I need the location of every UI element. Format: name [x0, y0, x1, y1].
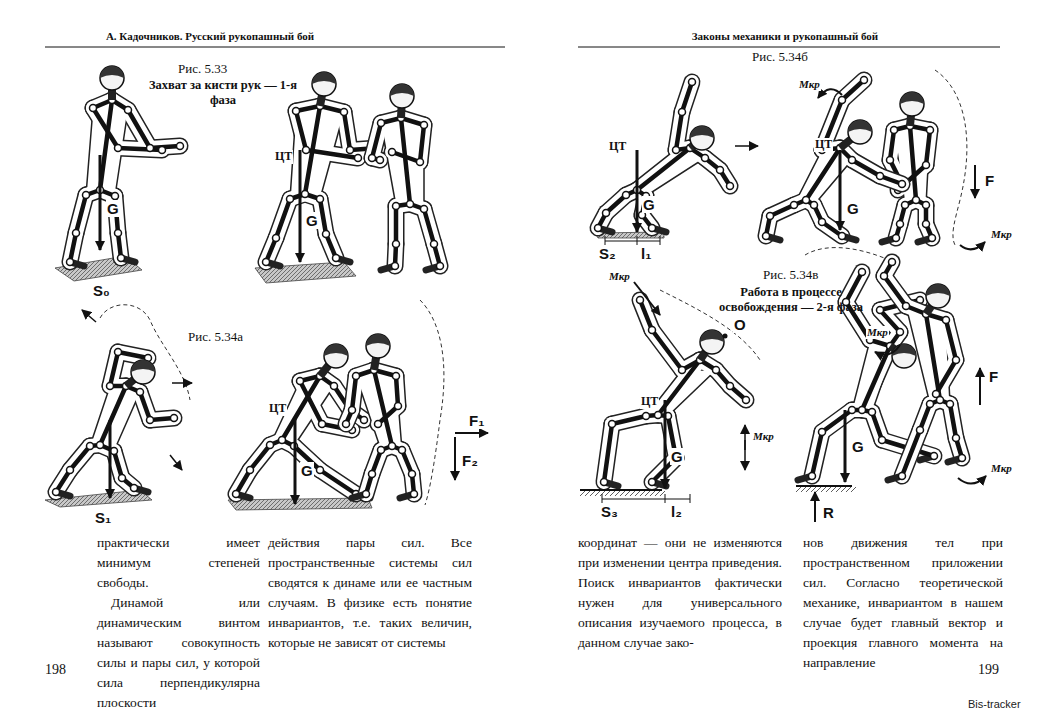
human-figure: [881, 259, 966, 481]
header-rule: [45, 47, 505, 48]
header-rule: [578, 47, 1000, 48]
body-text: нов движения тел при пространственном пр…: [803, 533, 1003, 673]
human-figure: [233, 344, 371, 498]
area-symbol: S₁: [94, 509, 112, 526]
force-arrow: [109, 420, 112, 498]
motion-trace: [420, 300, 444, 505]
human-figure: [53, 349, 178, 497]
human-figure: [343, 334, 418, 498]
text-column: координат — они не изменяются при измене…: [578, 533, 782, 653]
human-figure: [595, 79, 734, 233]
force-symbol: R: [822, 504, 835, 521]
page-number: 199: [978, 662, 999, 678]
force-arrow: [455, 432, 488, 434]
body-text: действия пары сил. Все пространственные …: [268, 533, 472, 653]
ground-hatch: [580, 490, 665, 496]
dimension-line: [605, 236, 660, 245]
motion-trace: [935, 70, 967, 245]
moment-arrow: [960, 242, 985, 249]
force-symbol: G: [670, 448, 684, 465]
moment-symbol: Mкр: [752, 430, 775, 443]
human-figure: [882, 92, 936, 242]
force-arrow: [744, 440, 746, 470]
moment-symbol: Mкр: [608, 270, 631, 283]
human-figure: [763, 77, 906, 241]
force-arrow: [839, 150, 842, 230]
center-of-gravity: ЦТ: [814, 138, 833, 152]
force-arrow: [979, 368, 981, 405]
dimension-label: l₁: [640, 245, 652, 262]
force-arrow: [974, 165, 976, 198]
figure-number: Рис. 5.34б: [752, 50, 808, 65]
force-arrow: [814, 492, 816, 522]
support-area: [255, 262, 356, 283]
force-symbol: G: [300, 462, 314, 479]
text-column: действия пары сил. Все пространственные …: [268, 533, 472, 653]
body-text: Динамой или динамическим винтом называют…: [97, 593, 260, 713]
center-of-gravity: ЦТ: [274, 150, 293, 164]
dimension-label: l₂: [670, 503, 683, 520]
force-arrow: [99, 155, 102, 250]
force-symbol: G: [851, 438, 865, 455]
running-header: Законы механики и рукопашный бой: [635, 30, 935, 43]
point-label: O: [733, 316, 747, 333]
watermark: Bis-tracker: [968, 698, 1021, 711]
force-arrow: [735, 145, 758, 147]
dimension-line: [602, 494, 690, 503]
moment-symbol: Mкр: [990, 228, 1013, 241]
human-figure: [369, 84, 444, 270]
area-symbol: S₃: [600, 503, 619, 520]
pivot-point: [723, 334, 728, 339]
center-of-gravity: ЦТ: [608, 140, 627, 154]
force-arrow: [172, 382, 192, 384]
force-symbol: F: [988, 368, 999, 385]
figure-number: Рис. 5.34а: [188, 330, 243, 345]
moment-arrow: [875, 345, 900, 355]
moment-symbol: Mкр: [990, 462, 1013, 475]
force-arrow: [299, 150, 302, 262]
text-column: нов движения тел при пространственном пр…: [803, 533, 1003, 673]
center-of-gravity: ЦТ: [268, 402, 287, 416]
page-number: 198: [45, 662, 66, 678]
force-arrow: [454, 437, 456, 480]
force-arrow: [636, 150, 639, 232]
force-symbol: G: [305, 212, 319, 229]
moment-arrow: [818, 89, 842, 98]
human-figure: [601, 297, 750, 487]
force-symbol: F: [984, 172, 995, 189]
force-arrow: [82, 310, 96, 322]
force-arrow: [170, 455, 182, 470]
figure-number: Рис. 5.33: [178, 62, 227, 77]
moment-symbol: Mкр: [798, 78, 821, 91]
figure-number: Рис. 5.34в: [763, 268, 818, 283]
force-symbol: G: [642, 196, 656, 213]
figure-caption: Захват за кисти рук — 1-я фаза: [138, 78, 308, 108]
force-symbol: F₁: [468, 412, 485, 429]
running-header: А. Кадочников. Русский рукопашный бой: [60, 30, 360, 43]
force-arrow: [634, 282, 660, 315]
figure-caption: Работа в процессе освобождения — 2-я фаз…: [712, 285, 870, 315]
human-figure: [263, 72, 382, 266]
area-symbol: S₂: [598, 245, 617, 262]
moment-symbol: Mкр: [866, 326, 889, 339]
force-symbol: F₂: [461, 452, 479, 469]
area-symbol: S₀: [92, 282, 111, 299]
force-arrow: [664, 400, 667, 488]
ground-hatch: [796, 486, 856, 492]
force-arrow: [294, 418, 297, 504]
center-of-gravity: ЦТ: [640, 395, 659, 409]
moment-arrow: [958, 476, 986, 484]
human-figure: [67, 66, 184, 266]
body-text: практически имеет минимум степеней свобо…: [97, 533, 260, 593]
text-column: практически имеет минимум степеней свобо…: [97, 533, 260, 713]
force-symbol: G: [106, 200, 120, 217]
force-arrow: [844, 410, 847, 482]
force-symbol: G: [846, 200, 860, 217]
body-text: координат — они не изменяются при измене…: [578, 533, 782, 653]
